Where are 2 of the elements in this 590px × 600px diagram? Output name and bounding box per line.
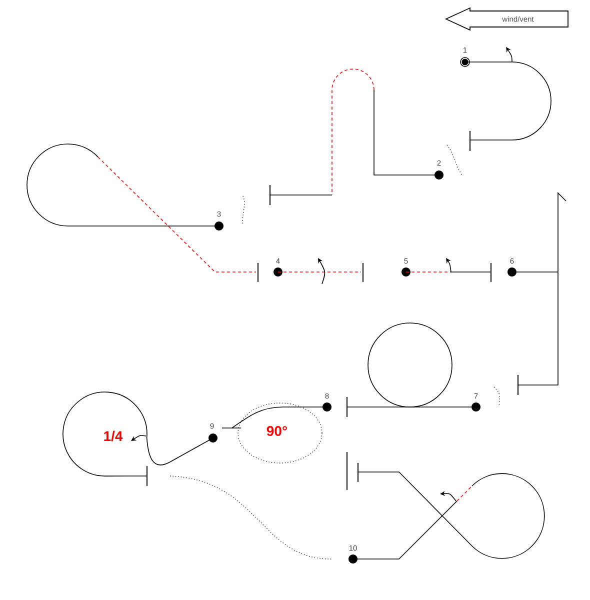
angle-label: 1/4	[104, 430, 123, 442]
angle-label: 90°	[266, 426, 287, 436]
